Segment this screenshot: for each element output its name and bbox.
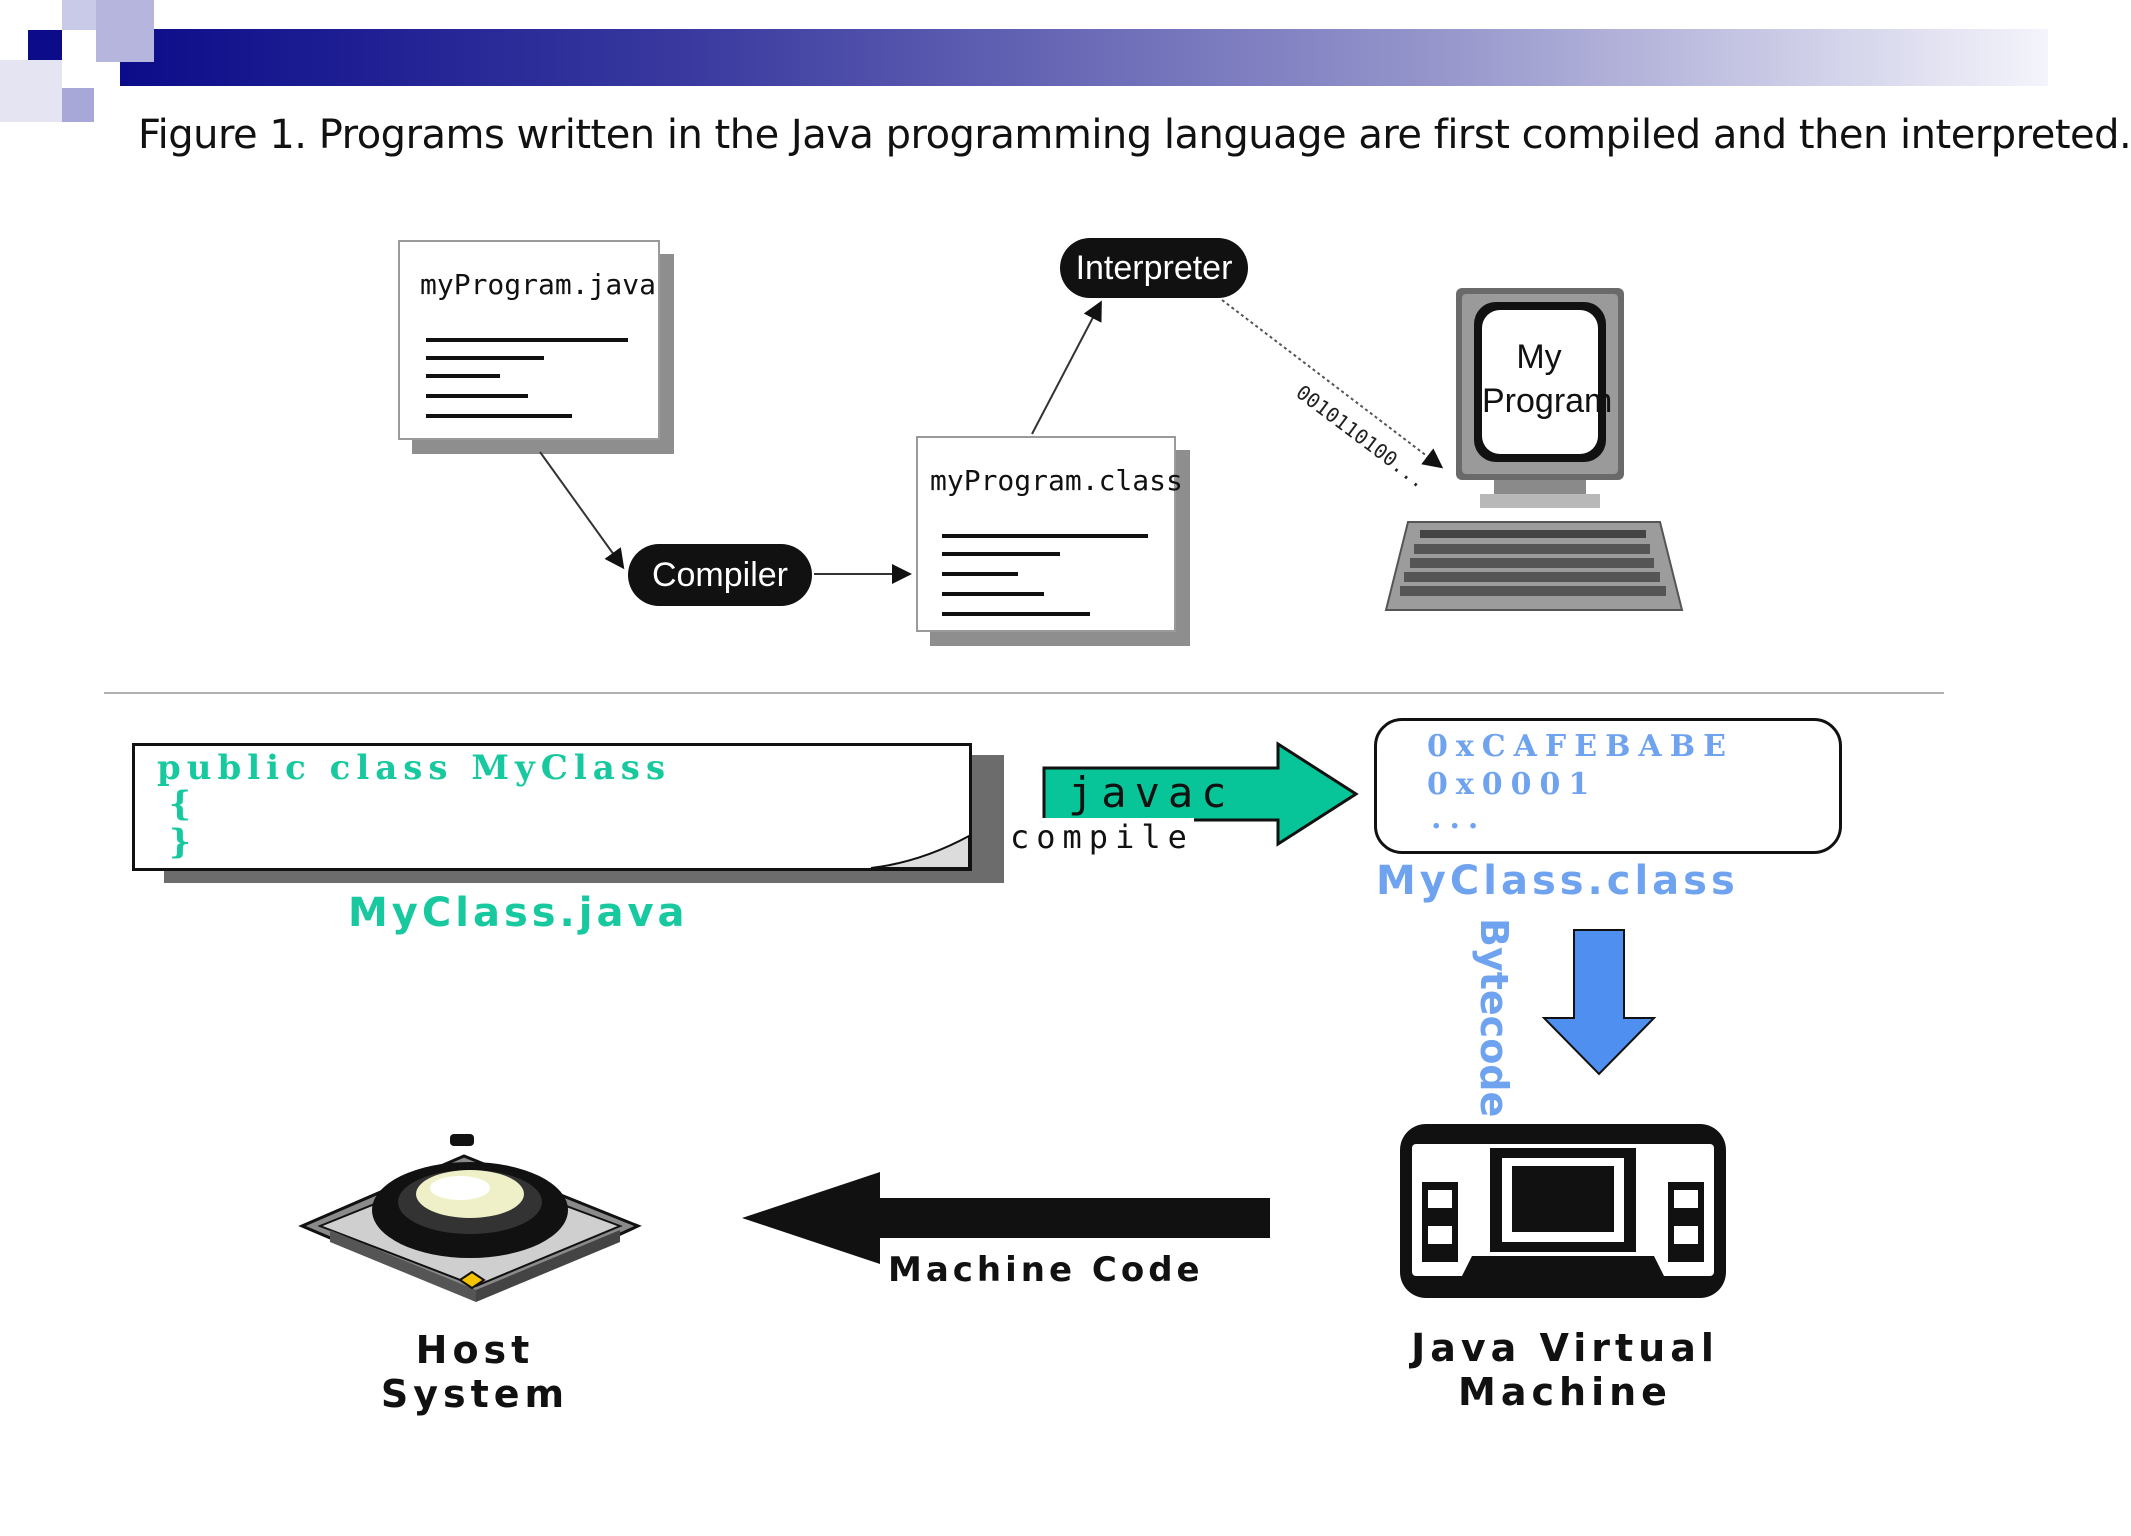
host-label-line2: System (380, 1372, 570, 1416)
page-curl (870, 834, 970, 869)
arrow-source-to-compiler (539, 451, 625, 570)
machine-code-label: Machine Code (888, 1250, 1204, 1290)
bytes-line-1: 0xCAFEBABE (1427, 729, 1734, 764)
source-file-title: MyClass.java (348, 890, 689, 936)
title-banner (120, 29, 2048, 86)
code-line-2: { (169, 784, 197, 824)
jvm-icon (1400, 1124, 1726, 1298)
compile-label: compile (1010, 818, 1194, 856)
computer-icon: My Program (1384, 288, 1684, 612)
top-flow-arrows (104, 299, 1944, 694)
compiler-pill: Compiler (628, 544, 812, 606)
class-file-title: MyClass.class (1376, 858, 1739, 904)
code-line (942, 572, 1018, 576)
banner-square-mid (96, 0, 154, 62)
host-label-line1: Host (415, 1328, 535, 1372)
source-file-document: myProgram.java (398, 240, 660, 440)
code-line (942, 552, 1060, 556)
source-file-name: myProgram.java (420, 268, 657, 301)
bytes-line-3: ... (1431, 801, 1487, 836)
code-line (426, 394, 528, 398)
source-code-box: public class MyClass { } (132, 743, 972, 871)
bytecode-down-arrow (1541, 929, 1657, 1076)
code-line (942, 534, 1148, 538)
code-line (942, 592, 1044, 596)
figure-caption: Figure 1. Programs written in the Java p… (138, 112, 2131, 158)
banner-square-dark (28, 30, 62, 64)
arrow-interpreter-to-computer (1221, 299, 1444, 469)
code-line-1: public class MyClass (157, 748, 672, 788)
bytes-line-2: 0x0001 (1427, 767, 1598, 802)
jvm-label-line1: Java Virtual (1411, 1326, 1719, 1370)
code-line (942, 612, 1090, 616)
class-file-document: myProgram.class (916, 436, 1183, 632)
jvm-label-line2: Machine (1458, 1370, 1672, 1414)
code-line (426, 374, 500, 378)
bytecode-box: 0xCAFEBABE 0x0001 ... (1374, 718, 1842, 854)
banner-square-pale (0, 60, 62, 122)
class-file-name: myProgram.class (930, 464, 1183, 497)
code-line-3: } (169, 822, 197, 862)
arrow-class-to-interpreter (1031, 300, 1102, 435)
cpu-chip-icon (298, 1134, 642, 1302)
banner-square-light (62, 0, 96, 30)
code-line (426, 414, 572, 418)
code-line (426, 338, 628, 342)
screen-text-program: Program (1482, 382, 1613, 420)
bytecode-label: Bytecode (1472, 918, 1516, 1118)
code-line (426, 356, 544, 360)
computer-monitor-icon (1384, 288, 1684, 611)
screen-text-my: My (1516, 338, 1562, 376)
machine-code-arrow (742, 1172, 1270, 1264)
banner-square-mid2 (62, 88, 94, 122)
interpreter-pill: Interpreter (1060, 238, 1248, 298)
javac-label: javac (1068, 768, 1235, 817)
